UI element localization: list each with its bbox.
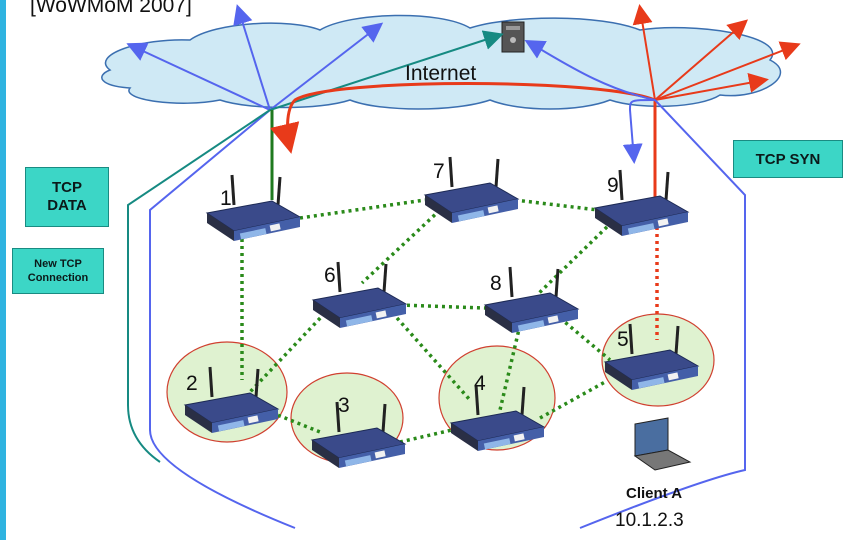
node-label-6: 6 (324, 264, 336, 287)
laptop-icon (633, 417, 692, 471)
node-label-4: 4 (474, 372, 486, 395)
node-label-9: 9 (607, 174, 619, 197)
new-tcp-connection-label: New TCP Connection (12, 248, 104, 294)
client-ip: 10.1.2.3 (615, 510, 684, 531)
internet-label: Internet (405, 62, 477, 85)
node-label-7: 7 (433, 160, 445, 183)
node-label-2: 2 (186, 372, 198, 395)
slide-left-bar (0, 0, 6, 540)
node-label-8: 8 (490, 272, 502, 295)
tcp-syn-label: TCP SYN (733, 140, 843, 178)
tcp-data-label: TCP DATA (25, 167, 109, 227)
node-label-3: 3 (338, 394, 350, 417)
node-label-5: 5 (617, 328, 629, 351)
client-name: Client A (626, 485, 683, 502)
citation-text: [WoWMoM 2007] (30, 0, 192, 17)
node-label-1: 1 (220, 187, 232, 210)
server-icon (501, 21, 525, 53)
